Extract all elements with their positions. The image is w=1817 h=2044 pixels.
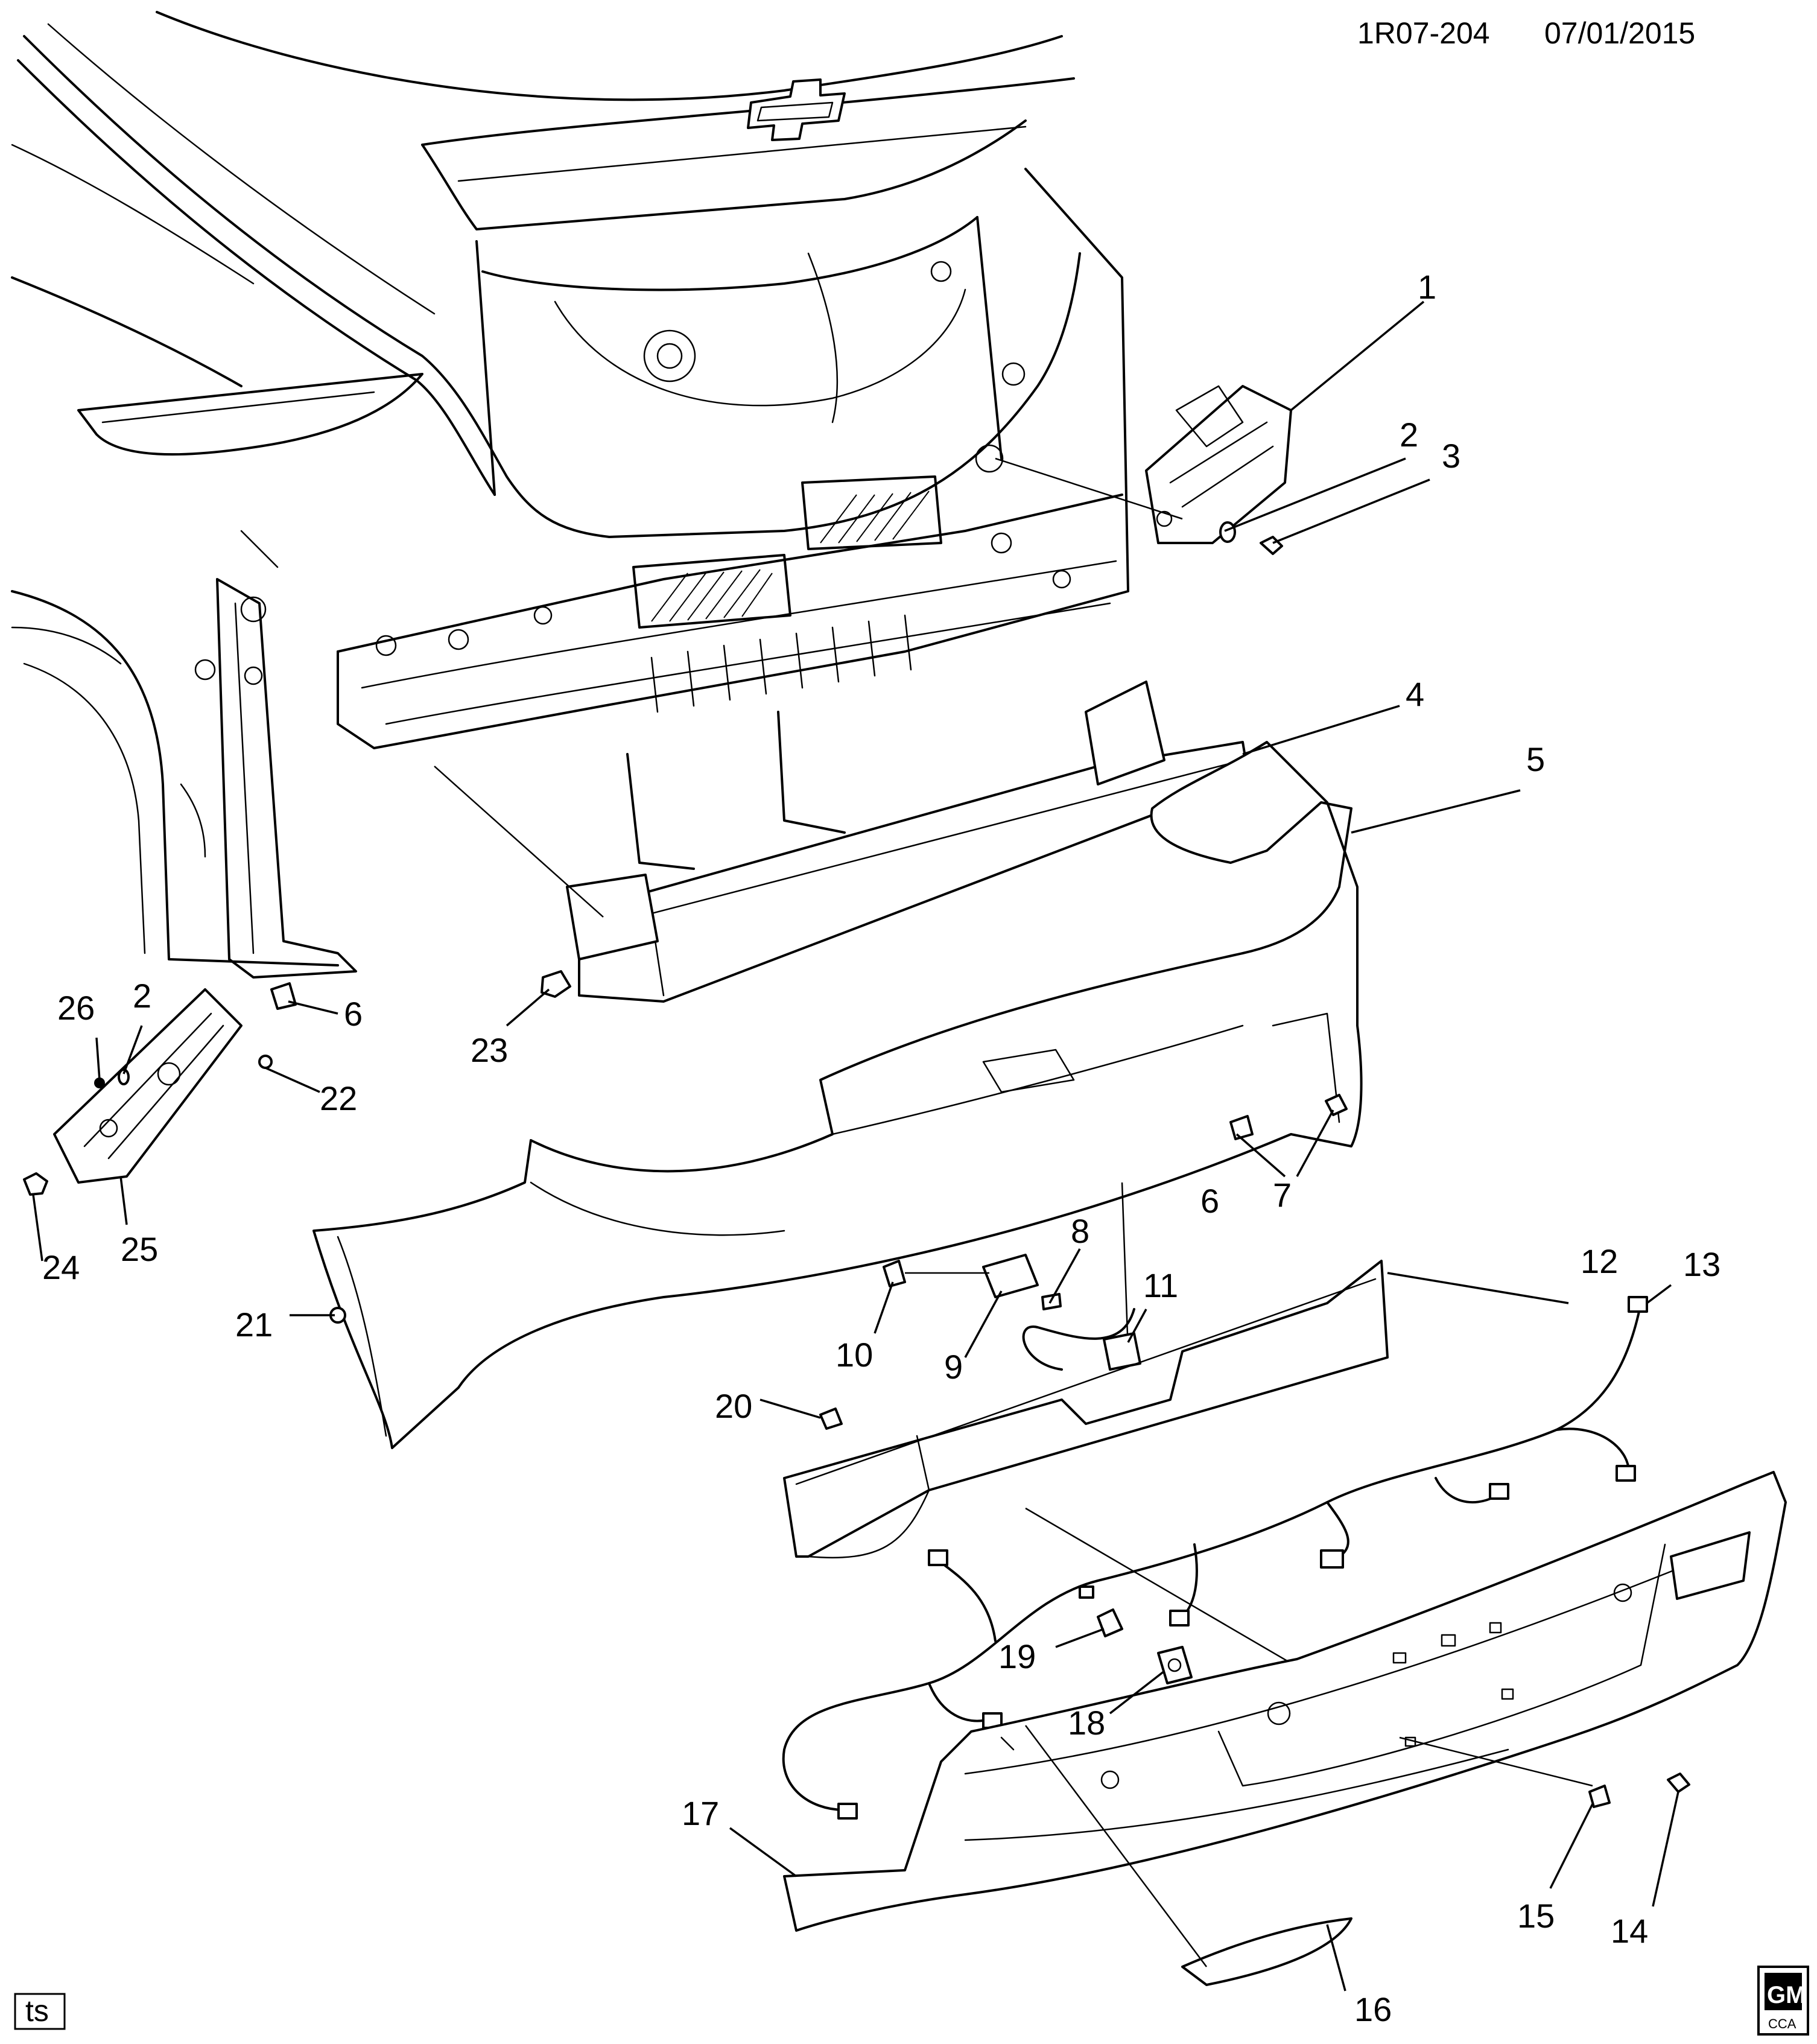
callout-10: 10 (836, 1336, 873, 1374)
callout-1: 1 (1418, 268, 1436, 306)
callout-4: 4 (1406, 675, 1424, 713)
cca-logo-text: CCA (1768, 2016, 1796, 2031)
part-2-washer (1219, 521, 1236, 543)
ts-stamp: ts (14, 1993, 66, 2030)
callout-19: 19 (998, 1637, 1036, 1675)
ts-stamp-text: ts (25, 1994, 49, 2028)
callout-7: 7 (1273, 1176, 1292, 1214)
part-18-grommet (1157, 1646, 1193, 1684)
callout-21: 21 (235, 1306, 273, 1344)
callout-16: 16 (1354, 1990, 1392, 2028)
callout-11: 11 (1143, 1266, 1178, 1304)
part-14-bolt (1667, 1773, 1690, 1793)
part-17-lower-fascia (783, 1471, 1787, 1932)
callout-6b: 6 (1200, 1182, 1219, 1220)
document-code: 1R07-204 (1357, 16, 1490, 50)
gm-cca-logo: GM CCA (1757, 1966, 1809, 2036)
callout-24: 24 (42, 1248, 80, 1286)
part-19-sensor (1097, 1608, 1123, 1637)
callout-26: 26 (57, 989, 95, 1027)
callout-3: 3 (1442, 437, 1460, 475)
document-date: 07/01/2015 (1544, 16, 1695, 50)
part-2b-washer (118, 1068, 130, 1085)
part-16-reflector (1181, 1917, 1352, 1986)
callout-6: 6 (344, 995, 363, 1033)
callout-22: 22 (320, 1079, 357, 1117)
part-25-side-bracket (53, 988, 243, 1184)
callout-9: 9 (944, 1348, 963, 1386)
callout-15: 15 (1517, 1897, 1555, 1935)
callout-17: 17 (682, 1794, 719, 1832)
part-4-impact-bar (566, 681, 1250, 1003)
part-11-harness (1022, 1308, 1141, 1371)
part-6-clip-left (270, 982, 297, 1010)
callout-12: 12 (1581, 1242, 1618, 1280)
callout-25: 25 (121, 1230, 158, 1268)
callout-2: 2 (1400, 416, 1418, 454)
callout-20: 20 (715, 1387, 752, 1425)
part-7-clip (1325, 1094, 1348, 1116)
part-10-sensor (883, 1260, 906, 1287)
callout-14: 14 (1611, 1912, 1648, 1950)
callout-labels: 1 2 3 4 5 6 22 23 26 2 24 25 21 6 7 8 10… (42, 268, 1720, 2028)
callout-23: 23 (471, 1031, 508, 1069)
part-13-wiring-harness (782, 1296, 1648, 1820)
part-12-energy-absorber (783, 1260, 1389, 1559)
part-24-nut (23, 1172, 48, 1196)
leader-lines (32, 300, 1679, 1992)
vehicle-rear-body (11, 11, 1129, 979)
part-20-clip (819, 1408, 843, 1430)
part-9-sensor-bracket (982, 1254, 1039, 1298)
part-5-bumper-fascia (312, 741, 1363, 1449)
callout-18: 18 (1068, 1704, 1105, 1742)
part-26-bolt (94, 1078, 105, 1088)
chevrolet-bowtie-logo (747, 78, 846, 141)
callout-5: 5 (1526, 740, 1545, 778)
part-6-clip-right (1229, 1115, 1254, 1140)
callout-2b: 2 (133, 977, 151, 1015)
gm-logo-text: GM (1767, 1982, 1806, 2008)
part-22-screw (258, 1055, 273, 1069)
part-15-nut (1588, 1785, 1611, 1808)
callout-8: 8 (1071, 1212, 1089, 1250)
part-1-bracket (1145, 385, 1292, 544)
callout-13: 13 (1683, 1245, 1720, 1283)
